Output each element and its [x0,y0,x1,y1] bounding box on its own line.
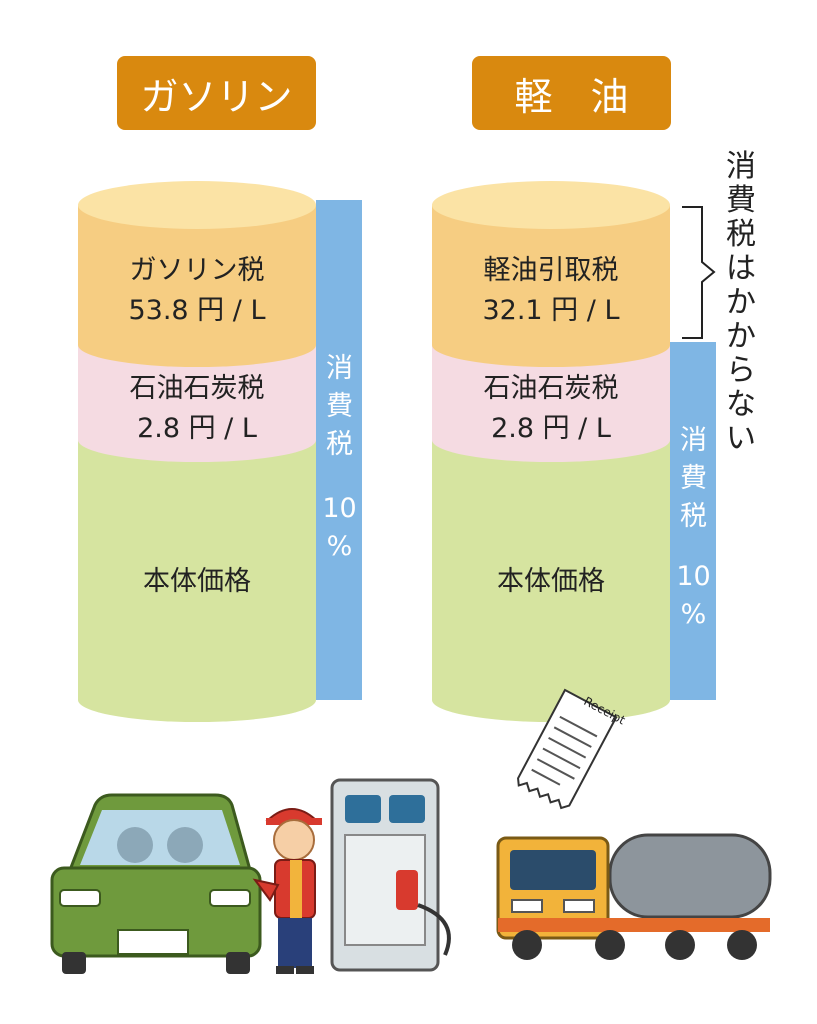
no-consumption-tax-bracket [682,206,716,339]
diesel-petro-layer [432,345,670,462]
gasoline-base-label: 本体価格 [143,566,251,597]
diesel-cylinder [432,181,670,722]
note-char: 税 [726,217,756,252]
diesel-base-label: 本体価格 [497,566,605,597]
note-char: な [726,387,756,422]
gasoline-consumption-rate: 10 [322,493,357,524]
gasoline-title: ガソリン [117,56,316,130]
gasoline-petro-layer [78,345,316,462]
gasoline-consumption-bar [316,200,362,700]
gasoline-tax-layer [78,205,316,367]
diesel-base-layer [432,440,670,722]
gasoline-tax-value: 53.8 円 / L [128,295,266,326]
attendant-illustration [252,808,322,974]
diesel-title: 軽 油 [472,56,671,130]
gasoline-consumption-percent: % [326,531,353,562]
receipt-illustration [517,688,618,810]
note-char: 消 [726,149,756,184]
diesel-tax-label: 軽油引取税 [483,255,619,286]
note-char: 費 [726,183,756,218]
note-char: か [726,285,756,320]
gasoline-petro-value: 2.8 円 / L [137,413,257,444]
diesel-consumption-char: 費 [680,463,707,494]
gasoline-consumption-tax: 消 費 税 10 % [316,200,363,700]
diesel-tax-value: 32.1 円 / L [482,295,620,326]
no-consumption-tax-note: 消 費 税 は か か ら な い [724,150,758,456]
note-char: か [726,319,756,354]
gasoline-column: ガソリン税 53.8 円 / L 石油石炭税 2.8 円 / L 本体価格 [78,0,316,720]
diesel-consumption-percent: % [680,599,707,630]
diesel-petro-label: 石油石炭税 [483,373,619,404]
gasoline-consumption-char: 費 [326,391,353,422]
gasoline-consumption-char: 税 [326,429,353,460]
diesel-petro-value: 2.8 円 / L [491,413,611,444]
diesel-consumption-rate: 10 [676,561,711,592]
car-illustration [50,793,262,974]
diesel-tax-layer [432,205,670,367]
diesel-consumption-bar [670,342,716,700]
note-char: い [726,421,756,456]
fuel-pump-illustration [330,778,451,972]
tanker-truck-illustration [496,833,772,960]
gasoline-petro-label: 石油石炭税 [129,373,265,404]
diesel-column: 軽油引取税 32.1 円 / L 石油石炭税 2.8 円 / L 本体価格 [432,0,670,720]
gasoline-consumption-char: 消 [326,353,353,384]
diesel-cylinder-top [432,181,670,229]
gasoline-cylinder [78,181,316,722]
note-char: ら [726,353,756,388]
diesel-consumption-tax: 消 費 税 10 % [670,342,717,700]
gasoline-cylinder-top [78,181,316,229]
diesel-consumption-char: 税 [680,501,707,532]
gasoline-base-layer [78,440,316,722]
gasoline-tax-label: ガソリン税 [129,255,265,286]
note-char: は [726,251,756,286]
diesel-consumption-char: 消 [680,425,707,456]
